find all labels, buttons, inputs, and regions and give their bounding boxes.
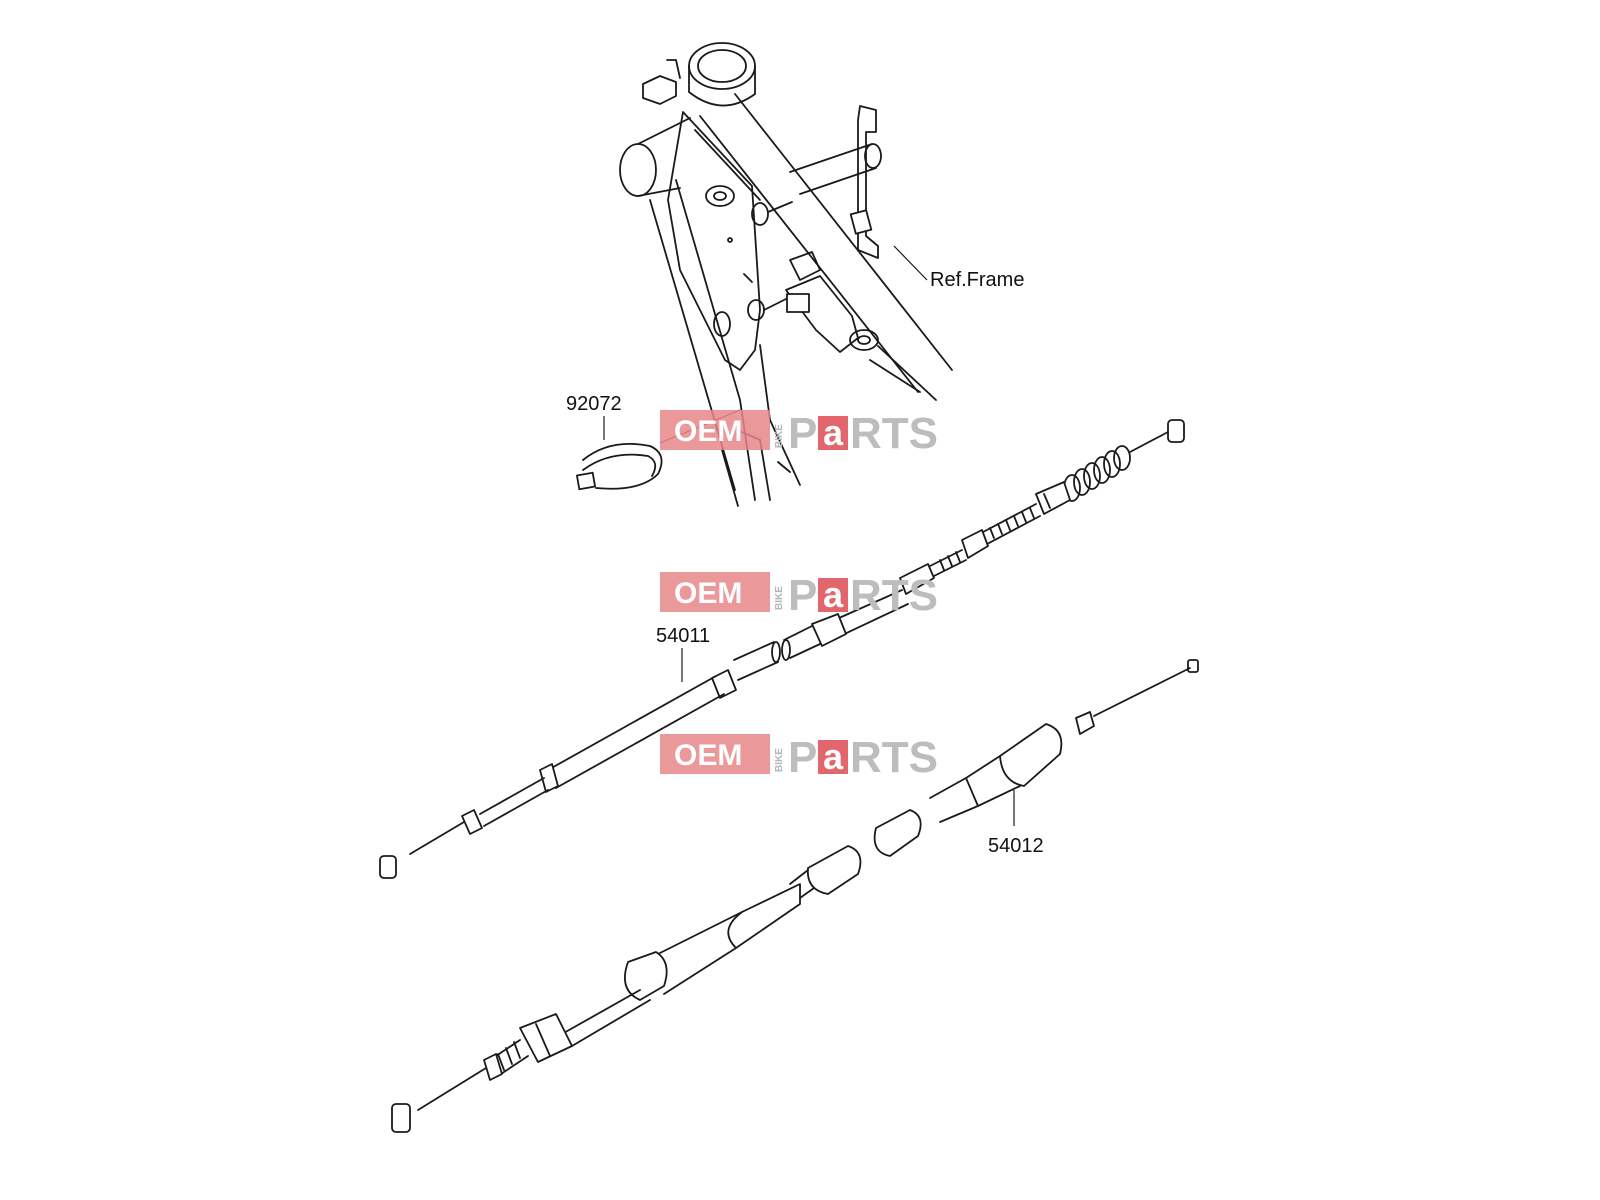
watermark-1: OEM BIKE P a RTS — [660, 409, 938, 458]
cable-54011 — [379, 419, 1185, 879]
watermark-a: a — [823, 412, 844, 453]
label-54011: 54011 — [656, 625, 710, 647]
ref-frame-leader — [893, 245, 928, 281]
watermark-rts: RTS — [850, 409, 938, 458]
watermark-bike: BIKE — [774, 748, 785, 772]
watermark-a: a — [823, 736, 844, 777]
watermark-oem: OEM — [674, 739, 742, 772]
watermark-rts: RTS — [850, 733, 938, 782]
label-92072: 92072 — [566, 393, 622, 415]
watermark-rts: RTS — [850, 571, 938, 620]
watermark-bike: BIKE — [774, 586, 785, 610]
watermark-bike: BIKE — [774, 424, 785, 448]
frame-drawing — [619, 42, 953, 507]
watermark-3: OEM BIKE P a RTS — [660, 733, 938, 782]
watermark-2: OEM BIKE P a RTS — [660, 571, 938, 620]
watermark-a: a — [823, 574, 844, 615]
watermark-oem: OEM — [674, 577, 742, 610]
watermark-p: P — [788, 571, 817, 620]
cable-54011-spring — [1063, 445, 1131, 502]
cable-54012 — [391, 659, 1199, 1133]
watermark-p: P — [788, 409, 817, 458]
label-54012: 54012 — [988, 835, 1044, 857]
watermark-oem: OEM — [674, 415, 742, 448]
watermark-p: P — [788, 733, 817, 782]
label-ref-frame: Ref.Frame — [930, 269, 1024, 291]
